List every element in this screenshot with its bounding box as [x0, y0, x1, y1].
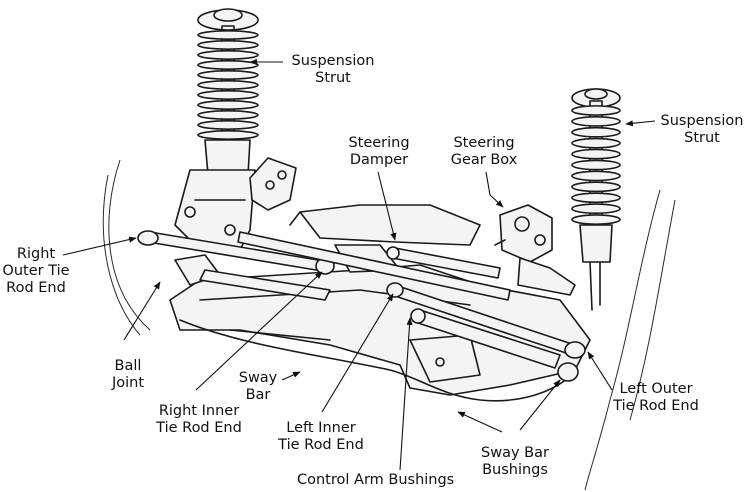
crossmember — [169, 204, 591, 396]
suspension-strut-left — [174, 8, 259, 251]
spring-coil — [197, 29, 259, 40]
spring-coil — [197, 39, 259, 50]
label-left-outer-tie-rod-end: Left Outer Tie Rod End — [613, 381, 699, 414]
spring-coil — [197, 80, 259, 91]
tie-rods — [137, 230, 586, 359]
spring-coil — [197, 130, 259, 141]
spring-coil — [571, 203, 621, 215]
label-suspension-strut-left: Suspension Strut — [291, 53, 375, 86]
spring-coil — [571, 159, 621, 171]
label-steering-gear-box: Steering Gear Box — [450, 135, 518, 168]
label-left-inner-tie-rod-end: Left Inner Tie Rod End — [278, 420, 364, 453]
spring-coil — [197, 49, 259, 60]
label-control-arm-bushings: Control Arm Bushings — [297, 472, 455, 488]
label-sway-bar: Sway Bar — [238, 370, 278, 403]
spring-coil — [197, 120, 259, 131]
coil-spring-right — [571, 100, 621, 230]
strut-mount-bracket — [249, 157, 297, 211]
spring-coil — [571, 214, 621, 225]
spring-coil — [571, 105, 621, 116]
spring-coil — [197, 59, 259, 70]
label-right-inner-tie-rod-end: Right Inner Tie Rod End — [156, 403, 242, 436]
label-suspension-strut-right: Suspension Strut — [660, 113, 744, 146]
spring-coil — [571, 148, 621, 160]
control-arm — [174, 254, 561, 369]
wheel-well-arcs — [102, 159, 676, 491]
spring-coil — [197, 110, 259, 121]
spring-coil — [197, 100, 259, 111]
coil-spring-left — [197, 25, 259, 145]
label-right-outer-tie-rod-end: Right Outer Tie Rod End — [2, 246, 70, 296]
label-ball-joint: Ball Joint — [111, 358, 145, 391]
label-steering-damper: Steering Damper — [348, 135, 410, 168]
spring-coil — [571, 170, 621, 182]
spring-coil — [197, 70, 259, 81]
label-sway-bar-bushings: Sway Bar Bushings — [481, 445, 549, 478]
steering-damper — [386, 246, 501, 279]
spring-coil — [571, 137, 621, 149]
sway-bar — [179, 319, 579, 402]
spring-coil — [571, 192, 621, 204]
spring-coil — [571, 126, 621, 138]
steering-gear-box — [494, 204, 576, 296]
spring-coil — [571, 181, 621, 193]
spring-coil — [197, 90, 259, 101]
leader-lines — [62, 58, 656, 471]
suspension-strut-right — [571, 88, 621, 311]
spring-coil — [571, 115, 621, 127]
